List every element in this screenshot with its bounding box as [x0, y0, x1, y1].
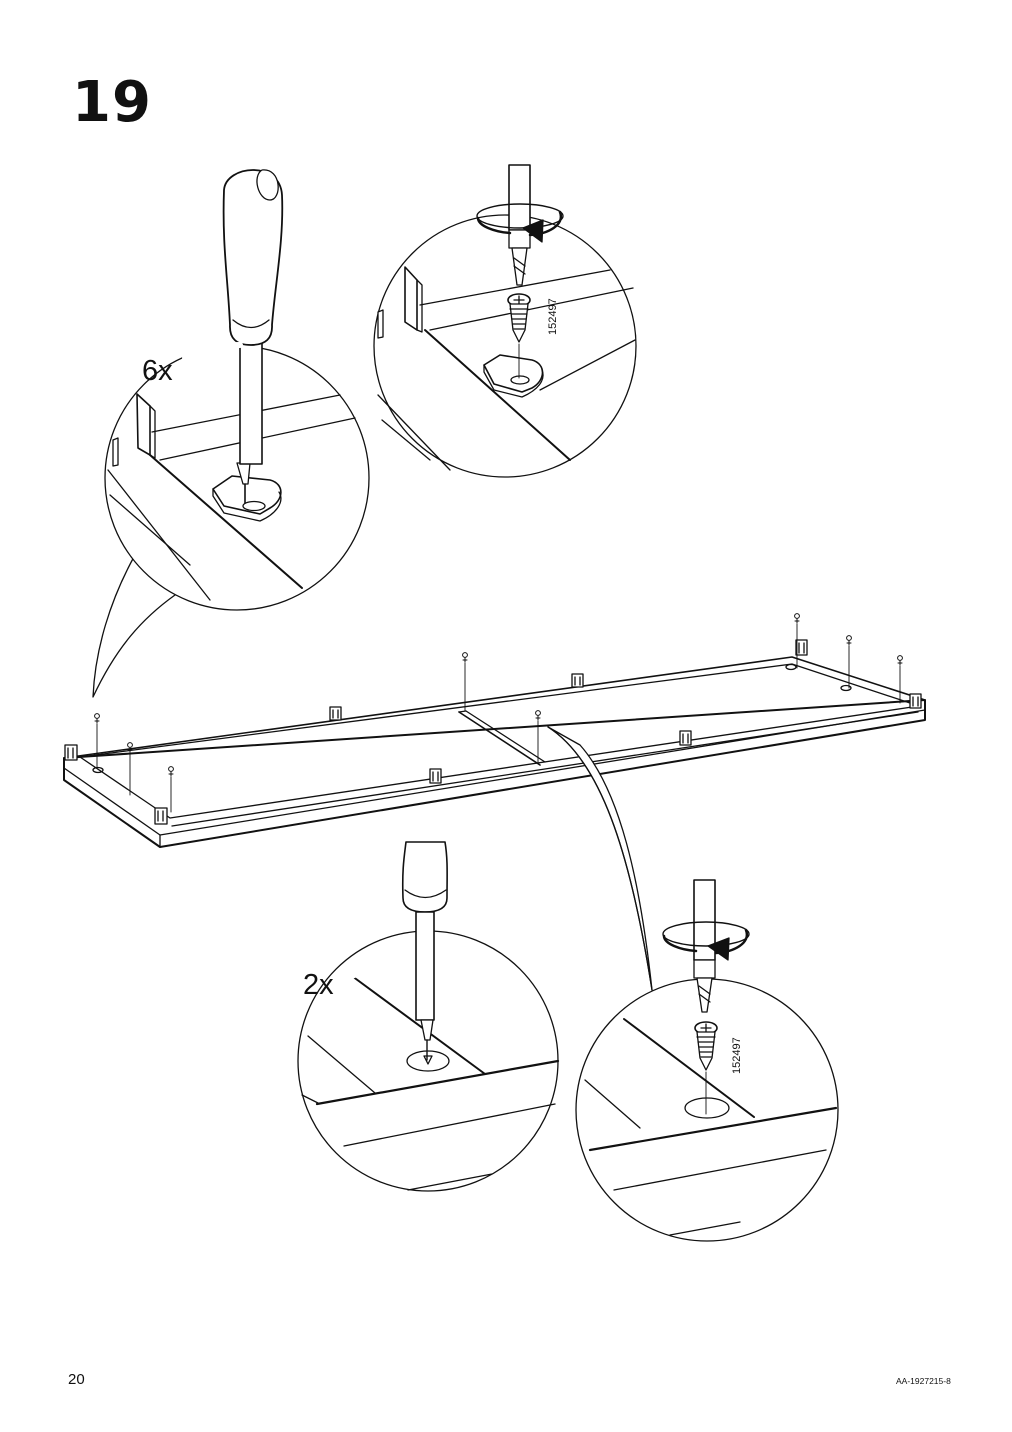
screwdriver-icon	[508, 164, 531, 286]
detail-circle-screw-bottom	[547, 726, 839, 1242]
screw-icon	[507, 293, 531, 343]
clip-front-1	[429, 768, 442, 784]
detail-circle-bracket	[92, 169, 370, 698]
corner-post-front-right	[909, 693, 922, 709]
detail-circle-screw-top	[373, 164, 637, 478]
step-number: 19	[72, 70, 152, 135]
rotation-arrow-icon	[476, 203, 564, 243]
clip-back-2	[571, 673, 584, 688]
clip-front-2	[679, 730, 692, 746]
screwdriver-icon	[222, 169, 284, 504]
corner-post-front-left	[64, 744, 78, 761]
quantity-6x: 6x	[142, 355, 173, 387]
frame-screws	[94, 613, 903, 813]
corner-post-front-mid	[154, 807, 168, 825]
rotation-arrow-icon	[662, 921, 750, 961]
document-code: AA-1927215-8	[896, 1376, 951, 1386]
screwdriver-icon	[401, 841, 448, 1061]
corner-post-back-right	[795, 639, 808, 656]
page-number: 20	[68, 1371, 85, 1388]
part-code-bottom: 152497	[731, 1037, 743, 1074]
part-code-top: 152497	[547, 298, 559, 335]
clip-back-1	[329, 706, 342, 721]
base-frame	[63, 613, 926, 848]
screwdriver-icon	[693, 879, 716, 1013]
detail-circle-hole-left	[297, 841, 560, 1192]
screw-icon	[694, 1021, 718, 1071]
quantity-2x: 2x	[303, 969, 334, 1001]
